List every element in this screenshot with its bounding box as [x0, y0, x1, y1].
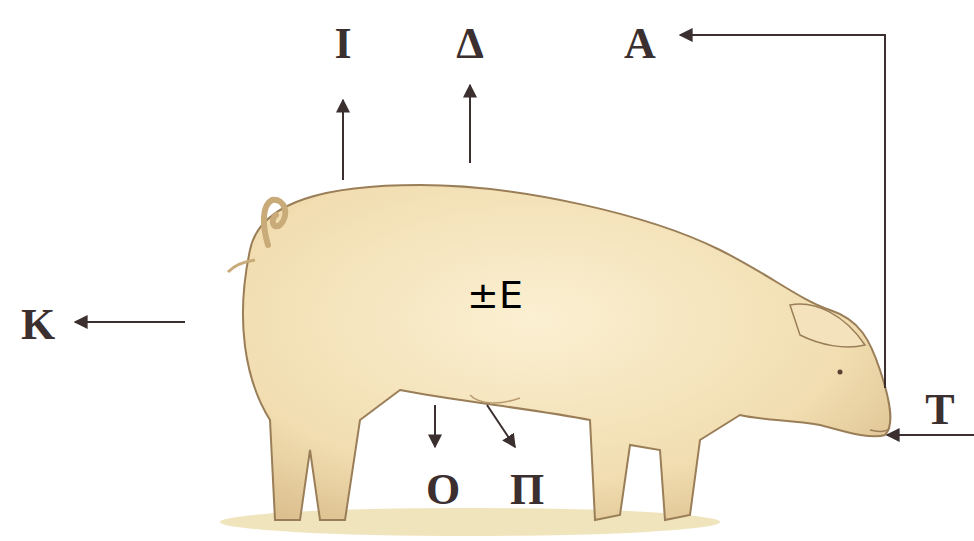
part-label: Ο [426, 468, 460, 512]
part-label: Π [510, 468, 544, 512]
part-label: Δ [456, 22, 484, 66]
part-label: ±Ε [467, 276, 523, 314]
pig-body [228, 185, 890, 520]
part-label: Ι [334, 22, 351, 66]
leader-arrows [75, 35, 974, 447]
part-label: Τ [925, 388, 954, 432]
part-label: Κ [21, 303, 55, 347]
part-label: Α [624, 22, 656, 66]
